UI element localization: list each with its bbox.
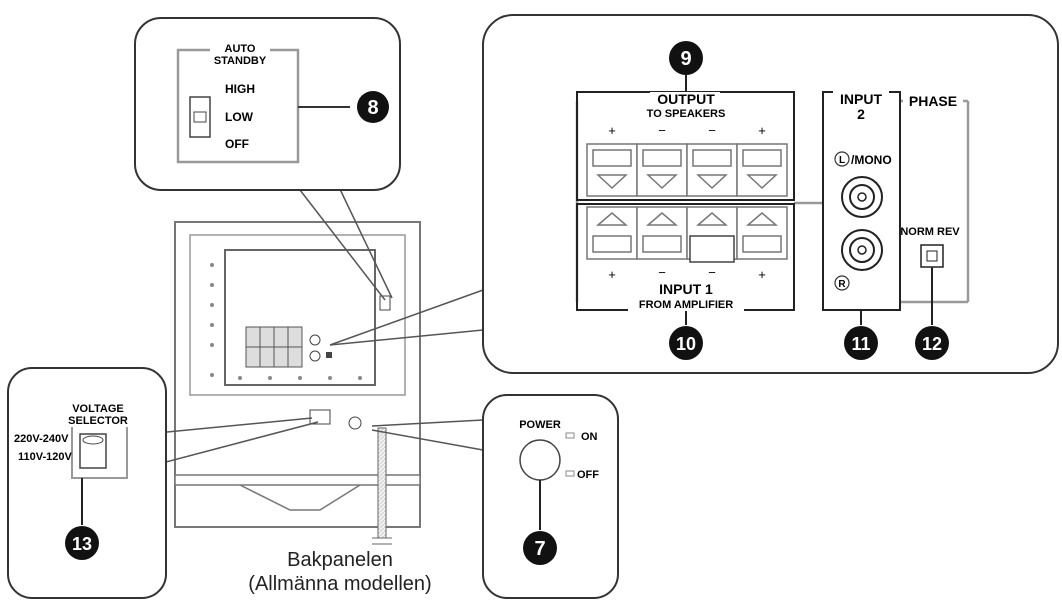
power-switch-callout: POWER ON OFF 7 [482,394,619,599]
leader-lines [104,184,498,479]
voltage-title-line2: SELECTOR [68,415,128,427]
callout-11-number: 11 [851,334,870,354]
input2-left-label: /MONO [851,153,892,167]
input1-polarity-2: − [658,265,666,280]
input1-polarity-4: + [758,267,766,282]
figure-caption: Bakpanelen (Allmänna modellen) [210,548,470,596]
callout-13-marker [65,526,99,560]
auto-standby-option-high: HIGH [225,82,255,96]
input1-subtitle: FROM AMPLIFIER [639,299,733,311]
callout-9-marker [669,41,703,75]
callout-8-marker [357,91,389,123]
auto-standby-title-line1: AUTO [225,43,256,55]
power-on-label: ON [581,431,598,443]
subwoofer-rear-body [174,221,421,545]
callout-7-marker [523,531,557,565]
phase-title: PHASE [909,93,957,109]
callout-7-number: 7 [534,538,545,560]
output-subtitle: TO SPEAKERS [647,108,726,120]
terminal-panel-callout: OUTPUT TO SPEAKERS + − − + 9 + − [482,14,1059,374]
input2-title-line2: 2 [857,106,865,122]
input2-right-symbol: R [838,279,846,290]
phase-switch-label: NORM REV [900,226,960,238]
power-button[interactable] [519,439,561,481]
input1-terminal-block[interactable] [586,206,788,263]
callout-12-number: 12 [922,334,942,354]
voltage-option-high: 220V-240V [14,433,69,445]
output-polarity-2: − [658,123,666,138]
output-terminal-block[interactable] [586,143,788,197]
output-polarity-1: + [608,123,616,138]
caption-line2: (Allmänna modellen) [248,573,432,595]
auto-standby-callout: AUTO STANDBY HIGH LOW OFF 8 [134,17,401,191]
voltage-selector-callout: VOLTAGE SELECTOR 220V-240V 110V-120V 13 [7,367,167,599]
callout-12-marker [915,326,949,360]
callout-11-marker [844,326,878,360]
callout-9-number: 9 [680,48,691,70]
callout-13-number: 13 [72,534,92,554]
callout-8-number: 8 [367,97,378,119]
input1-polarity-3: − [708,265,716,280]
output-polarity-4: + [758,123,766,138]
output-polarity-3: − [708,123,716,138]
auto-standby-option-low: LOW [225,110,254,124]
power-title: POWER [519,419,561,431]
auto-standby-title-line2: STANDBY [214,55,267,67]
input1-title: INPUT 1 [659,281,713,297]
output-title: OUTPUT [657,91,715,107]
input2-left-rca-jack[interactable] [841,176,883,218]
voltage-option-low: 110V-120V [18,451,72,463]
input2-right-rca-jack[interactable] [841,229,883,271]
input2-left-symbol: L [839,155,845,166]
callout-10-marker [669,326,703,360]
power-off-label: OFF [577,469,599,481]
auto-standby-option-off: OFF [225,137,249,151]
input2-title-line1: INPUT [840,91,882,107]
input1-polarity-1: + [608,267,616,282]
caption-line1: Bakpanelen [287,549,393,571]
voltage-title-line1: VOLTAGE [72,403,124,415]
callout-10-number: 10 [676,334,696,354]
